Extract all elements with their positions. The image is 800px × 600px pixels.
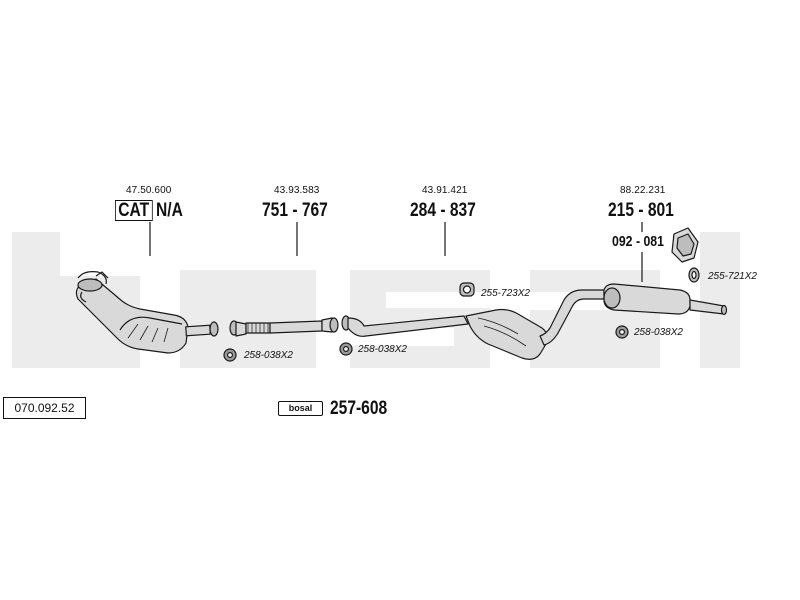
rear-silencer — [603, 283, 728, 316]
cat-outlet-pipe — [185, 324, 211, 337]
catalytic-converter — [75, 271, 189, 354]
rubber-mount-label: 255-723X2 — [481, 288, 530, 299]
middle-silencer-part-number: 284 - 837 — [410, 200, 476, 221]
gasket-icon-2 — [339, 342, 353, 356]
rear-rubber-ring-label: 255-721X2 — [708, 271, 757, 282]
rear-silencer-part-number: 215 - 801 — [608, 200, 674, 221]
assembly-kit-part-number: 257-608 — [330, 398, 388, 419]
rear-silencer-ref-number: 88.22.231 — [620, 185, 666, 196]
gasket-label-3: 258-038X2 — [634, 327, 683, 338]
gasket-label-1: 258-038X2 — [244, 350, 293, 361]
middle-silencer-ref-number: 43.91.421 — [422, 185, 468, 196]
bracket-part-number: 092 - 081 — [612, 233, 664, 250]
gasket-icon-3 — [615, 325, 629, 339]
front-pipe — [229, 317, 339, 337]
middle-silencer — [341, 289, 605, 360]
bracket-part — [671, 227, 699, 263]
gasket-icon-1 — [223, 348, 237, 362]
front-pipe-part-number: 751 - 767 — [262, 200, 328, 221]
rubber-mount-icon — [459, 282, 475, 297]
cat-ref-number: 47.50.600 — [126, 185, 172, 196]
bosal-logo-badge: bosal — [278, 401, 323, 416]
gasket-label-2: 258-038X2 — [358, 344, 407, 355]
front-pipe-ref-number: 43.93.583 — [274, 185, 320, 196]
cat-label-box: CAT — [115, 200, 153, 221]
diagram-code: 070.092.52 — [3, 397, 86, 419]
rear-rubber-ring-icon — [688, 267, 700, 283]
cat-part-number: N/A — [156, 200, 183, 221]
